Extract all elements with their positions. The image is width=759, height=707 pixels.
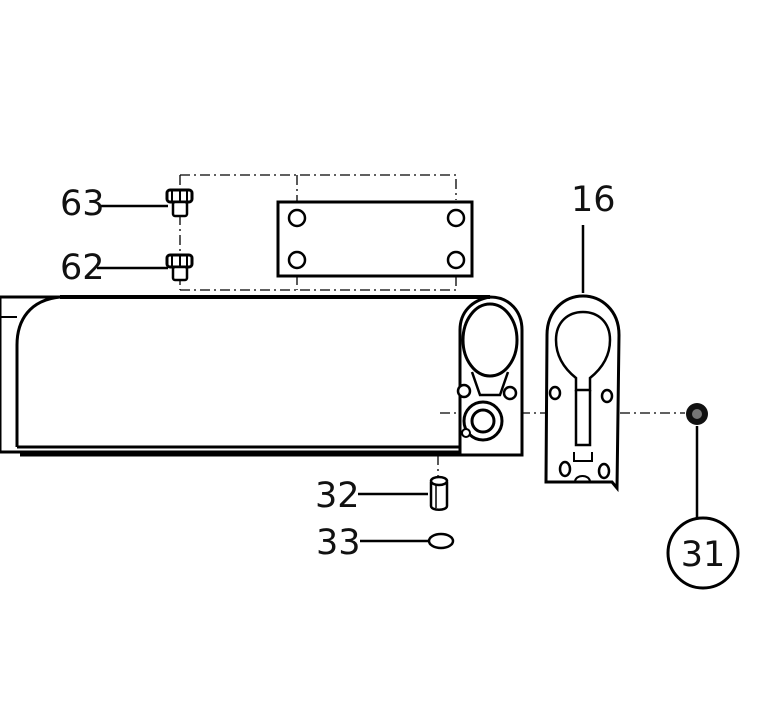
plate-hole-top-right [446,208,466,228]
end-face-hole-left [456,383,472,399]
callout-32: 32 [315,476,360,516]
plate-hole-bottom-right [446,250,466,270]
cap-hole-upper-left [548,385,562,401]
callout-16: 16 [571,180,616,220]
end-cap-16 [544,294,621,493]
callout-31-ring [666,516,740,590]
leader-lines [97,204,699,543]
callout-62: 62 [60,248,105,288]
housing-body [0,295,524,457]
screw-63 [165,188,194,218]
mounting-plate [276,200,474,278]
callout-31: 31 [681,535,726,575]
part-33-washer [427,532,455,550]
cap-hole-upper-right [600,388,614,404]
cap-hole-lower-left [558,460,572,478]
housing-end-face [456,302,519,442]
callout-31-circled: 31 [666,516,740,590]
plate-hole-bottom-left [287,250,307,270]
end-face-hole-lower-left [461,428,471,438]
screw-62 [165,253,194,282]
part-32-pin [429,475,449,511]
part-31-nut [686,403,708,425]
end-face-hole-right [502,385,518,401]
callout-33: 33 [316,523,361,563]
callout-63: 63 [60,184,105,224]
end-face-bore-inner [470,408,496,434]
plate-hole-top-left [287,208,307,228]
cap-hole-lower-right [597,462,611,480]
